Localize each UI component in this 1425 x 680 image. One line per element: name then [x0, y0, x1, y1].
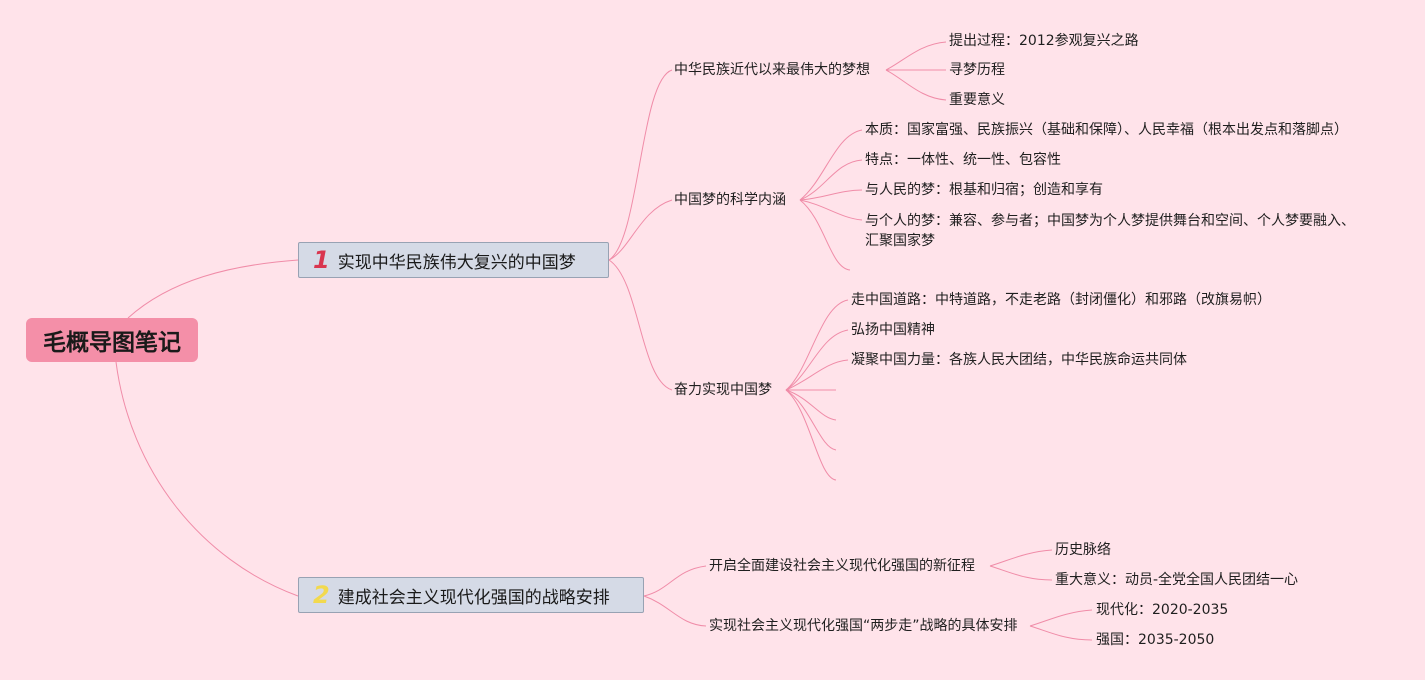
leaf-node[interactable]: 走中国道路：中特道路，不走老路（封闭僵化）和邪路（改旗易帜）: [851, 292, 1271, 308]
branch-node-1[interactable]: 1 实现中华民族伟大复兴的中国梦: [298, 242, 609, 278]
branch-number-1: 1: [313, 246, 330, 274]
connector-s2-l4: [799, 199, 863, 221]
connector-b1-s1: [608, 69, 673, 261]
topic-node[interactable]: 实现社会主义现代化强国“两步走”战略的具体安排: [709, 618, 1018, 634]
connector-root-branch2: [115, 361, 299, 597]
leaf-node[interactable]: 与个人的梦：兼容、参与者；中国梦为个人梦提供舞台和空间、个人梦要融入、: [865, 213, 1355, 229]
branch-label-2: 建成社会主义现代化强国的战略安排: [337, 587, 610, 608]
leaf-node[interactable]: 特点：一体性、统一性、包容性: [865, 152, 1061, 168]
connector-s2-l1: [799, 129, 863, 201]
connector-s3-l6: [785, 389, 837, 451]
leaf-node[interactable]: 凝聚中国力量：各族人民大团结，中华民族命运共同体: [851, 352, 1187, 368]
leaf-node[interactable]: 与人民的梦：根基和归宿；创造和享有: [865, 182, 1103, 198]
connector-s2-l5: [799, 199, 851, 271]
leaf-node[interactable]: 现代化：2020-2035: [1096, 602, 1229, 618]
branch-label-1: 实现中华民族伟大复兴的中国梦: [337, 252, 576, 273]
root-node[interactable]: 毛概导图笔记: [26, 318, 198, 362]
connector-b2s1-l1: [989, 549, 1053, 567]
topic-node[interactable]: 奋力实现中国梦: [674, 382, 772, 398]
leaf-node[interactable]: 提出过程：2012参观复兴之路: [949, 33, 1139, 49]
branch-number-2: 2: [313, 581, 330, 609]
root-label: 毛概导图笔记: [43, 330, 181, 356]
topic-node[interactable]: 开启全面建设社会主义现代化强国的新征程: [709, 558, 975, 574]
connector-s3-l3: [785, 359, 849, 391]
connector-root-branch1: [127, 259, 299, 319]
connector-b2s2-l1: [1029, 609, 1093, 627]
leaf-node-continuation[interactable]: 汇聚国家梦: [865, 233, 935, 249]
leaf-node[interactable]: 本质：国家富强、民族振兴（基础和保障）、人民幸福（根本出发点和落脚点）: [865, 122, 1348, 138]
connector-b2-s1: [643, 565, 707, 597]
connector-s3-l2: [785, 329, 849, 391]
connector-b2s2-l2: [1029, 625, 1093, 641]
connector-s1-l3: [885, 69, 947, 101]
connector-s3-l5: [785, 389, 837, 421]
branch-node-2[interactable]: 2 建成社会主义现代化强国的战略安排: [298, 577, 644, 613]
connector-b1-s2: [608, 199, 673, 261]
leaf-node[interactable]: 重大意义：动员-全党全国人民团结一心: [1055, 572, 1299, 588]
leaf-node[interactable]: 强国：2035-2050: [1096, 632, 1215, 648]
connector-s3-l7: [785, 389, 837, 481]
topic-node[interactable]: 中华民族近代以来最伟大的梦想: [674, 62, 870, 78]
connector-b2s1-l2: [989, 565, 1053, 581]
connector-s2-l2: [799, 159, 863, 201]
leaf-node[interactable]: 寻梦历程: [949, 62, 1005, 78]
leaf-node[interactable]: 重要意义: [949, 92, 1005, 108]
topic-node[interactable]: 中国梦的科学内涵: [674, 192, 786, 208]
connector-s3-l1: [785, 299, 849, 391]
connector-s2-l3: [799, 189, 863, 201]
leaf-node[interactable]: 历史脉络: [1055, 542, 1111, 558]
connector-b2-s2: [643, 595, 707, 627]
connector-s1-l1: [885, 41, 947, 71]
leaf-node[interactable]: 弘扬中国精神: [851, 322, 935, 338]
connector-b1-s3: [608, 259, 673, 391]
